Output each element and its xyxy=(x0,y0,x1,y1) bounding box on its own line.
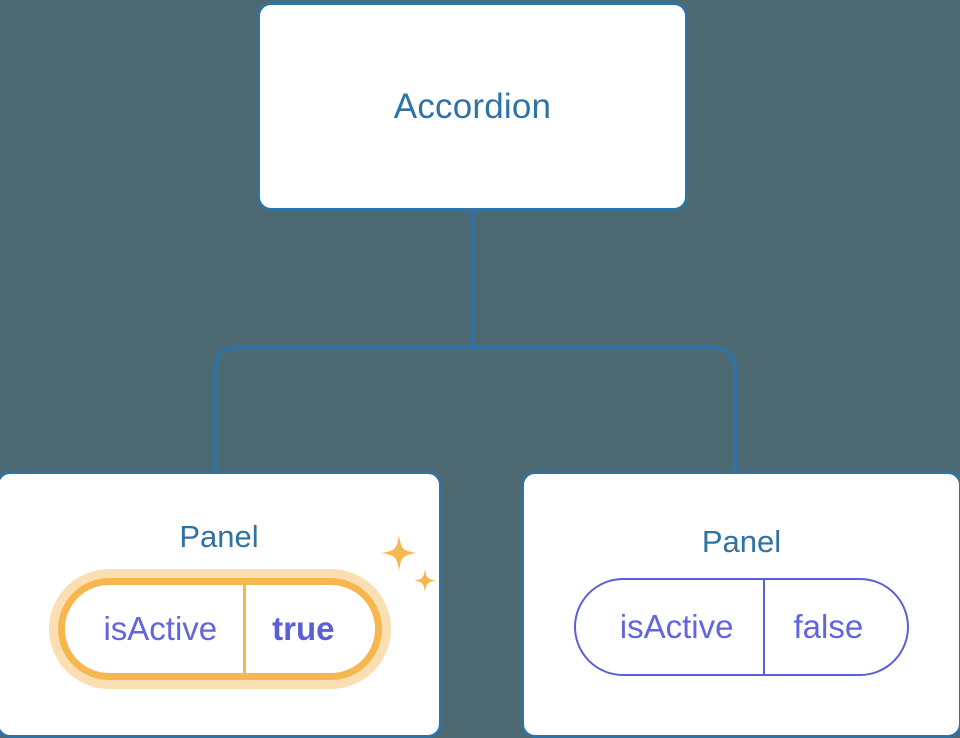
prop-value-true: true xyxy=(272,610,335,647)
prop-key-isactive: isActive xyxy=(65,585,247,673)
prop-pill-active-wrap: isActive true xyxy=(49,535,436,689)
node-accordion-title: Accordion xyxy=(393,87,552,126)
sparkles-icon xyxy=(380,535,436,592)
node-panel-active[interactable]: Panel isActive true xyxy=(0,471,442,738)
prop-pill-active[interactable]: isActive true xyxy=(58,578,382,680)
prop-key-isactive: isActive xyxy=(576,580,766,674)
prop-value-false: false xyxy=(793,608,864,645)
node-accordion[interactable]: Accordion xyxy=(257,2,688,211)
prop-pill-inactive-wrap: isActive false xyxy=(573,578,910,676)
node-panel-inactive[interactable]: Panel isActive false xyxy=(521,471,960,738)
prop-pill-glow: isActive true xyxy=(49,569,391,689)
node-panel-active-title: Panel xyxy=(179,519,259,554)
prop-pill-inactive[interactable]: isActive false xyxy=(573,578,910,676)
node-panel-inactive-title: Panel xyxy=(701,524,782,559)
